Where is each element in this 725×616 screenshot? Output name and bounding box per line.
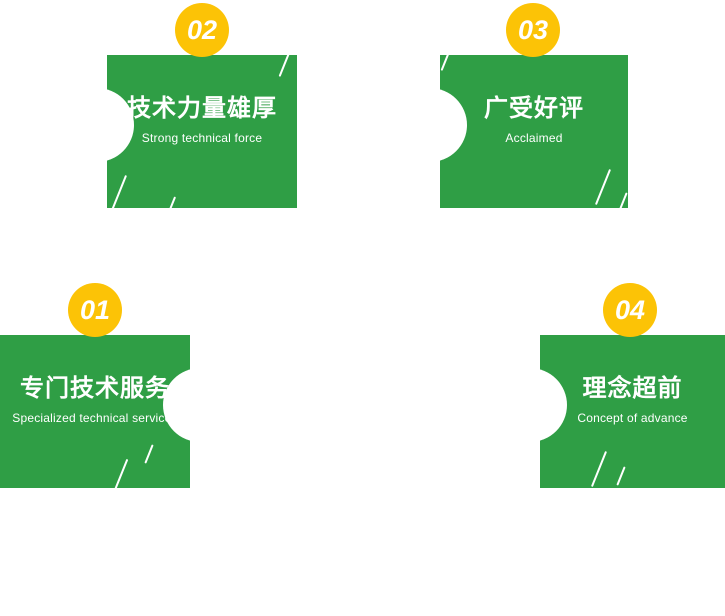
card-content: 专门技术服务 Specialized technical services: [0, 375, 190, 425]
card-number-badge-02: 02: [175, 3, 229, 57]
card-title: 技术力量雄厚: [127, 95, 277, 122]
card-subtitle: Strong technical force: [141, 130, 263, 145]
card-number-badge-01: 01: [68, 283, 122, 337]
decor-line: [567, 288, 579, 314]
feature-card-acclaimed: 广受好评 Acclaimed: [393, 55, 628, 208]
feature-card-strong-technical-force: 技术力量雄厚 Strong technical force: [60, 55, 297, 208]
card-content: 技术力量雄厚 Strong technical force: [107, 95, 297, 145]
card-subtitle: Specialized technical services: [12, 410, 178, 425]
edge-notch: [393, 88, 467, 163]
card-title: 广受好评: [484, 95, 584, 122]
card-title: 专门技术服务: [20, 375, 170, 402]
edge-notch: [493, 368, 567, 443]
card-content: 理念超前 Concept of advance: [540, 375, 725, 425]
edge-notch: [163, 368, 237, 443]
card-number-badge-03: 03: [506, 3, 560, 57]
card-title: 理念超前: [582, 375, 683, 402]
card-subtitle: Concept of advance: [577, 410, 688, 425]
feature-card-concept-of-advance: 理念超前 Concept of advance: [493, 335, 725, 488]
card-number-badge-04: 04: [603, 283, 657, 337]
feature-card-specialized-technical-services: 专门技术服务 Specialized technical services: [0, 335, 237, 488]
card-content: 广受好评 Acclaimed: [440, 95, 628, 145]
card-subtitle: Acclaimed: [505, 130, 563, 145]
edge-notch: [60, 88, 134, 163]
